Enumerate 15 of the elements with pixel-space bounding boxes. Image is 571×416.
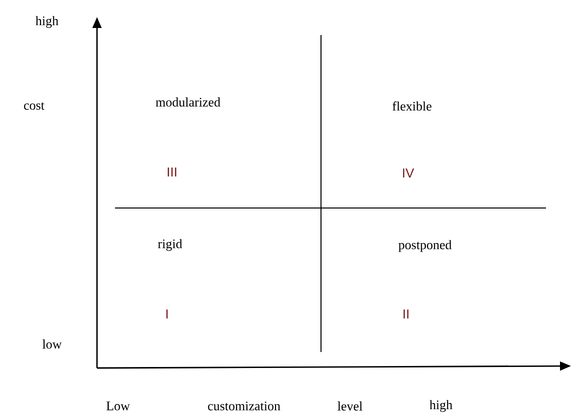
axis-label: level — [338, 401, 362, 411]
quadrant-label: flexible — [392, 101, 432, 111]
quadrant-label: rigid — [158, 239, 182, 251]
axis-label: low — [42, 339, 62, 349]
quadrant-label: modularized — [156, 97, 220, 107]
quadrant-label: postponed — [398, 240, 452, 252]
quadrant-number: III — [168, 168, 176, 176]
axis-label: high — [430, 400, 452, 412]
axis-label: cost — [24, 102, 44, 110]
axis-label: high — [36, 16, 58, 28]
axis-label: Low — [106, 402, 130, 410]
quadrant-number: IV — [403, 168, 414, 178]
quadrant-number: II — [404, 310, 408, 318]
axis-label: customization — [208, 402, 280, 410]
quadrant-number: I — [166, 310, 168, 318]
